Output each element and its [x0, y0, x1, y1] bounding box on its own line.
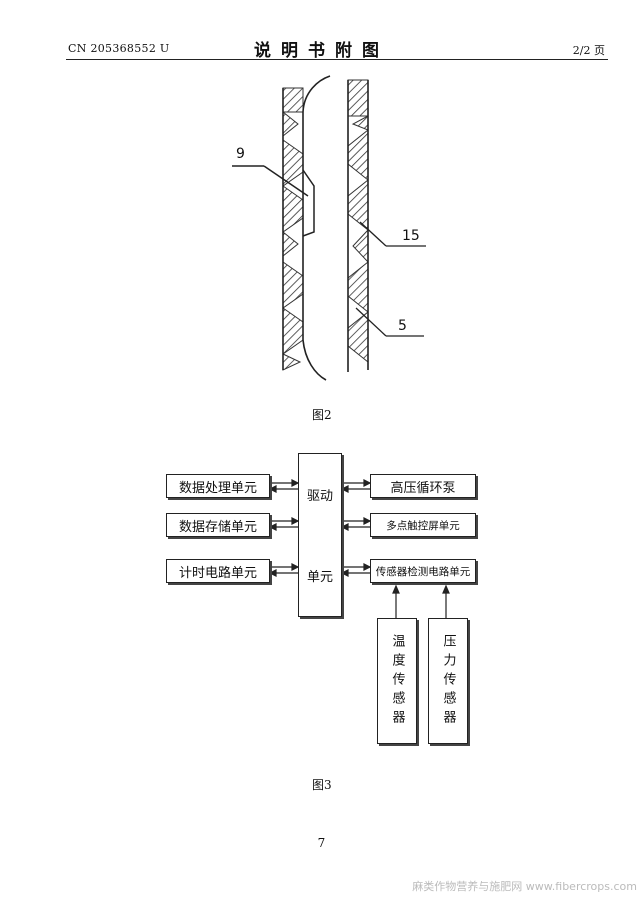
temperature-sensor-label: 温度传感器	[389, 633, 405, 729]
touchscreen-unit-box: 多点触控屏单元	[370, 513, 476, 537]
pressure-sensor-box: 压力传感器	[428, 618, 468, 744]
sensor-detection-circuit-box: 传感器检测电路单元	[370, 559, 476, 583]
sensor-detection-circuit-label: 传感器检测电路单元	[375, 565, 471, 578]
watermark: 麻类作物营养与施肥网 www.fibercrops.com	[412, 880, 637, 893]
high-pressure-pump-label: 高压循环泵	[390, 480, 456, 496]
figure-3-caption: 图3	[312, 778, 332, 792]
touchscreen-unit-label: 多点触控屏单元	[386, 519, 460, 532]
page-number: 7	[317, 836, 326, 850]
page-title: 说明书附图	[254, 41, 389, 61]
leader-15	[359, 221, 426, 247]
label-15: 15	[402, 228, 420, 244]
data-processing-unit-box: 数据处理单元	[166, 474, 270, 498]
data-storage-unit-box: 数据存储单元	[166, 513, 270, 537]
data-processing-unit-label: 数据处理单元	[178, 480, 257, 496]
temperature-sensor-box: 温度传感器	[377, 618, 417, 744]
drive-unit-label-top: 驱动	[306, 489, 333, 504]
label-5: 5	[398, 318, 407, 334]
leader-5	[355, 307, 424, 337]
part-9-insert	[232, 165, 315, 237]
figure-2-caption: 图2	[312, 408, 332, 422]
data-storage-unit-label: 数据存储单元	[178, 519, 257, 535]
page-indicator: 2/2 页	[572, 44, 605, 57]
left-wall-hatching	[282, 87, 304, 371]
timer-circuit-unit-box: 计时电路单元	[166, 559, 270, 583]
header-divider	[66, 59, 608, 60]
drive-unit-box: 驱动 单元	[298, 453, 342, 617]
drive-unit-label-bottom: 单元	[306, 570, 333, 585]
patent-number: CN 205368552 U	[68, 42, 170, 55]
high-pressure-pump-box: 高压循环泵	[370, 474, 476, 498]
timer-circuit-unit-label: 计时电路单元	[178, 565, 257, 581]
pressure-sensor-label: 压力传感器	[440, 633, 456, 729]
right-wall-hatching	[347, 79, 369, 364]
figure-3-connectors	[268, 479, 450, 618]
label-9: 9	[236, 146, 245, 162]
pipe-outline	[282, 75, 369, 381]
